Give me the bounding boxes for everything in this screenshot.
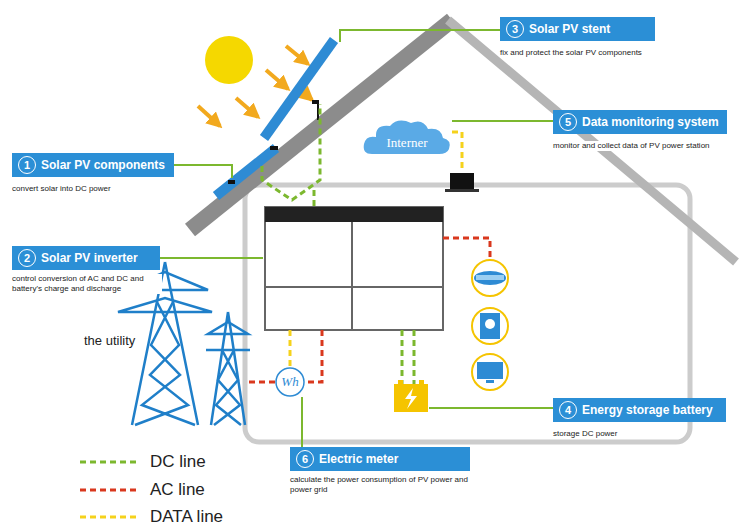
callout-number: 5: [559, 113, 577, 131]
callout-body: storage DC power: [553, 422, 726, 440]
legend-row: DC line: [80, 450, 206, 474]
dc-line: [413, 330, 416, 385]
callout-body: monitor and collect data of PV power sta…: [553, 134, 733, 152]
callout-description: calculate the power consumption of PV po…: [290, 475, 475, 495]
callout: 3 Solar PV stent fix and protect the solar…: [500, 17, 700, 59]
solar-panels: [216, 40, 334, 196]
callout-body: control conversion of AC and DC and batt…: [12, 270, 162, 295]
dc-line: [262, 104, 320, 200]
ac-line: [245, 381, 275, 384]
data-line: [289, 330, 292, 368]
callout-band: 2 Solar PV inverter: [12, 246, 160, 270]
callout-description: fix and protect the solar PV components: [500, 48, 644, 58]
callout-description: storage DC power: [553, 429, 619, 439]
meter-label: Wh: [275, 374, 305, 390]
appliances: [472, 260, 508, 390]
callout-title: Data monitoring system: [582, 115, 719, 129]
callout-description: monitor and collect data of PV power sta…: [553, 141, 712, 151]
electric-meter: Wh: [275, 367, 305, 397]
callout-band: 6 Electric meter: [290, 447, 470, 471]
cloud-label: Interner: [362, 135, 452, 151]
sun: [205, 36, 253, 84]
callout-number: 1: [18, 156, 36, 174]
dc-line: [401, 330, 404, 385]
callout-number: 3: [506, 20, 524, 38]
internet-cloud: Interner: [362, 116, 452, 156]
callout-number: 2: [18, 249, 36, 267]
ac-line: [305, 330, 322, 382]
callout-band: 4 Energy storage battery: [553, 398, 726, 422]
callout-title: Solar PV inverter: [41, 251, 138, 265]
callout: 4 Energy storage battery storage DC power: [553, 398, 726, 440]
legend-row: DATA line: [80, 505, 223, 529]
callout-body: fix and protect the solar PV components: [500, 41, 700, 59]
callout-band: 1 Solar PV components: [12, 153, 174, 177]
dc-line: [313, 190, 316, 207]
sun-rays: [198, 46, 312, 126]
callout: 2 Solar PV inverter control conversion of …: [12, 246, 162, 295]
battery: [394, 380, 428, 412]
callout-body: convert solar into DC power: [12, 177, 170, 195]
data-line: [452, 132, 462, 172]
laptop: [445, 173, 479, 192]
callout-title: Solar PV components: [41, 158, 165, 172]
roof-left: [190, 20, 452, 230]
callout-body: calculate the power consumption of PV po…: [290, 471, 475, 496]
callout-title: Solar PV stent: [529, 22, 610, 36]
roof-right: [448, 20, 736, 262]
legend-sample: [80, 487, 140, 493]
utility-label: the utility: [84, 333, 135, 348]
callout-description: control conversion of AC and DC and batt…: [12, 274, 162, 294]
callout-band: 3 Solar PV stent: [500, 17, 655, 41]
callout-number: 4: [559, 401, 577, 419]
callout: 5 Data monitoring system monitor and colle…: [553, 110, 733, 152]
leader-lines: [160, 30, 553, 447]
legend-text: DATA line: [150, 507, 223, 527]
callout-band: 5 Data monitoring system: [553, 110, 727, 134]
ac-line: [443, 238, 490, 258]
legend-row: AC line: [80, 478, 205, 502]
callout-title: Energy storage battery: [582, 403, 713, 417]
inverter: [265, 207, 443, 330]
callout: 1 Solar PV components convert solar into D…: [12, 153, 174, 195]
legend-text: DC line: [150, 452, 206, 472]
callout-description: convert solar into DC power: [12, 184, 113, 194]
legend-text: AC line: [150, 480, 205, 500]
callout: 6 Electric meter calculate the power consu…: [290, 447, 475, 496]
callout-number: 6: [296, 450, 314, 468]
legend-sample: [80, 514, 140, 520]
callout-title: Electric meter: [319, 452, 398, 466]
legend-sample: [80, 459, 140, 465]
